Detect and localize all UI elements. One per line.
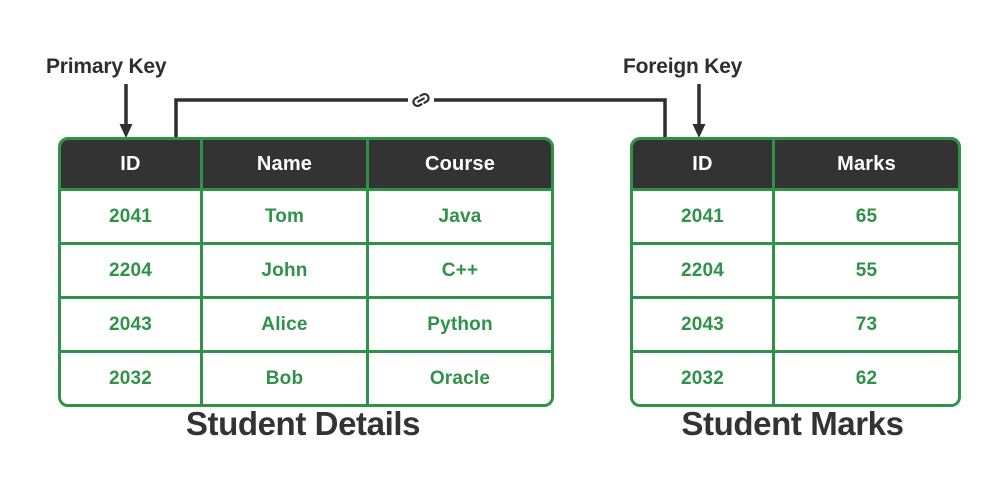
cell-id: 2043 xyxy=(633,299,775,353)
cell-marks: 62 xyxy=(775,353,958,404)
cell-marks: 65 xyxy=(775,191,958,245)
table-student-marks: ID Marks 2041 65 2204 55 2043 73 2 xyxy=(630,137,961,407)
student-marks-grid: ID Marks 2041 65 2204 55 2043 73 2 xyxy=(630,137,961,407)
cell-id: 2032 xyxy=(61,353,203,404)
column-header-id[interactable]: ID xyxy=(633,140,775,191)
cell-course: C++ xyxy=(369,245,551,299)
cell-id: 2041 xyxy=(633,191,775,245)
cell-id: 2032 xyxy=(633,353,775,404)
foreign-key-label: Foreign Key xyxy=(623,55,743,78)
table-row[interactable]: 2032 Bob Oracle xyxy=(61,353,551,404)
caption-student-marks: Student Marks xyxy=(681,405,904,442)
cell-name: John xyxy=(203,245,369,299)
table-row[interactable]: 2041 65 xyxy=(633,191,958,245)
cell-id: 2204 xyxy=(61,245,203,299)
caption-student-details: Student Details xyxy=(185,405,421,442)
cell-name: Bob xyxy=(203,353,369,404)
table-row[interactable]: 2204 John C++ xyxy=(61,245,551,299)
cell-course: Python xyxy=(369,299,551,353)
table-row[interactable]: 2204 55 xyxy=(633,245,958,299)
cell-course: Oracle xyxy=(369,353,551,404)
table-row[interactable]: 2032 62 xyxy=(633,353,958,404)
table-row[interactable]: 2041 Tom Java xyxy=(61,191,551,245)
foreign-key-arrow-icon xyxy=(692,84,706,138)
student-details-grid: ID Name Course 2041 Tom Java 2204 John C… xyxy=(58,137,554,407)
column-header-id[interactable]: ID xyxy=(61,140,203,191)
cell-id: 2204 xyxy=(633,245,775,299)
cell-id: 2041 xyxy=(61,191,203,245)
cell-id: 2043 xyxy=(61,299,203,353)
primary-key-label: Primary Key xyxy=(46,55,167,78)
table-row[interactable]: 2043 73 xyxy=(633,299,958,353)
table-student-details: ID Name Course 2041 Tom Java 2204 John C… xyxy=(58,137,554,407)
column-header-marks[interactable]: Marks xyxy=(775,140,958,191)
column-header-course[interactable]: Course xyxy=(369,140,551,191)
table-header-row: ID Name Course xyxy=(61,140,551,191)
chain-link-icon xyxy=(408,88,434,112)
cell-name: Tom xyxy=(203,191,369,245)
cell-name: Alice xyxy=(203,299,369,353)
column-header-name[interactable]: Name xyxy=(203,140,369,191)
cell-marks: 73 xyxy=(775,299,958,353)
primary-key-arrow-icon xyxy=(119,84,133,138)
table-header-row: ID Marks xyxy=(633,140,958,191)
table-row[interactable]: 2043 Alice Python xyxy=(61,299,551,353)
cell-marks: 55 xyxy=(775,245,958,299)
cell-course: Java xyxy=(369,191,551,245)
